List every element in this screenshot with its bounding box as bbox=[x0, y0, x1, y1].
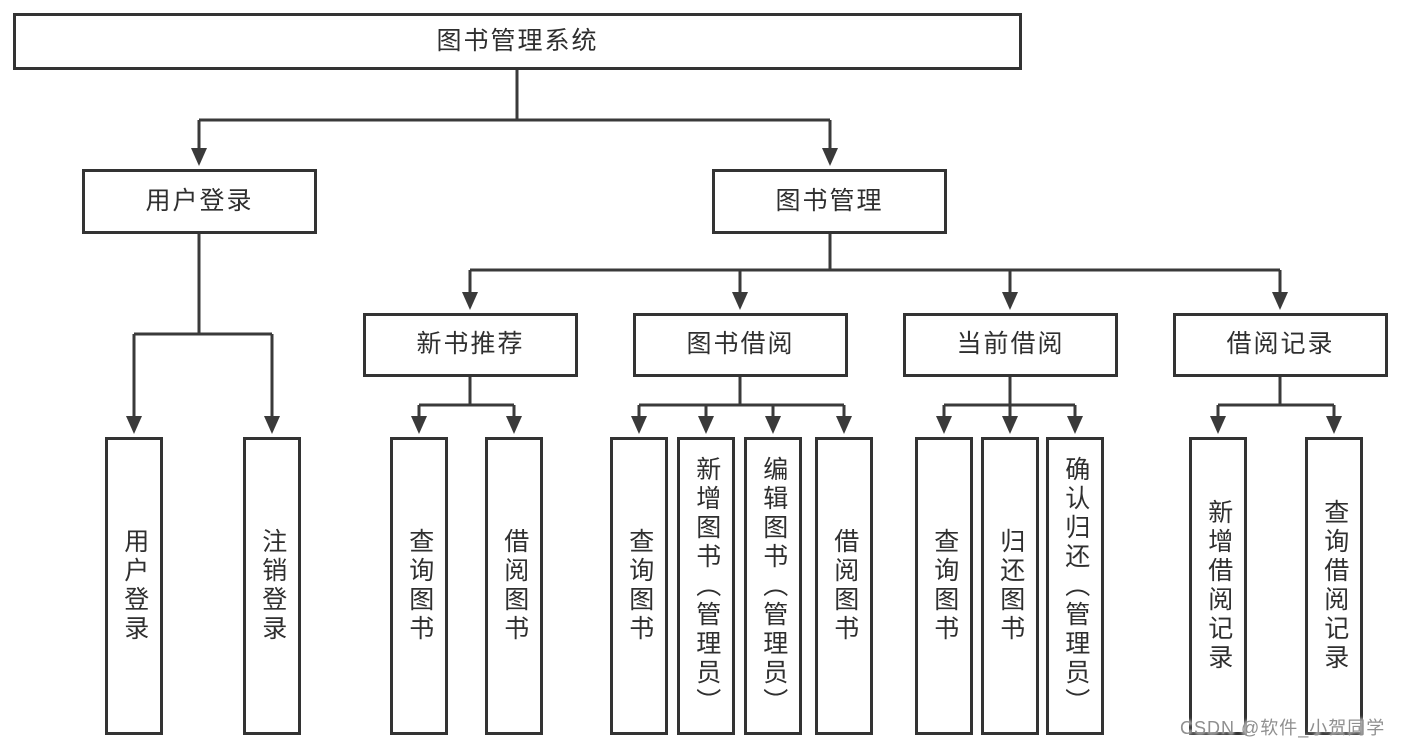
leaf-query-books-borrow: 查询图书 bbox=[610, 437, 668, 735]
leaf-add-borrow-record: 新增借阅记录 bbox=[1189, 437, 1247, 735]
leaf-borrow-books-recommend: 借阅图书 bbox=[485, 437, 543, 735]
leaf-query-books-current: 查询图书 bbox=[915, 437, 973, 735]
node-user-login: 用户登录 bbox=[82, 169, 317, 234]
node-root: 图书管理系统 bbox=[13, 13, 1022, 70]
watermark: CSDN @软件_小贺同学 bbox=[1180, 718, 1386, 738]
node-book-borrow: 图书借阅 bbox=[633, 313, 848, 377]
node-current-borrow: 当前借阅 bbox=[903, 313, 1118, 377]
leaf-return-books: 归还图书 bbox=[981, 437, 1039, 735]
node-borrow-records: 借阅记录 bbox=[1173, 313, 1388, 377]
leaf-user-login: 用户登录 bbox=[105, 437, 163, 735]
leaf-query-borrow-record: 查询借阅记录 bbox=[1305, 437, 1363, 735]
leaf-logout: 注销登录 bbox=[243, 437, 301, 735]
leaf-confirm-return-admin: 确认归还（管理员） bbox=[1046, 437, 1104, 735]
leaf-borrow-books: 借阅图书 bbox=[815, 437, 873, 735]
leaf-query-books-recommend: 查询图书 bbox=[390, 437, 448, 735]
node-new-book-recommend: 新书推荐 bbox=[363, 313, 578, 377]
node-book-management: 图书管理 bbox=[712, 169, 947, 234]
leaf-edit-books-admin: 编辑图书（管理员） bbox=[744, 437, 802, 735]
leaf-add-books-admin: 新增图书（管理员） bbox=[677, 437, 735, 735]
